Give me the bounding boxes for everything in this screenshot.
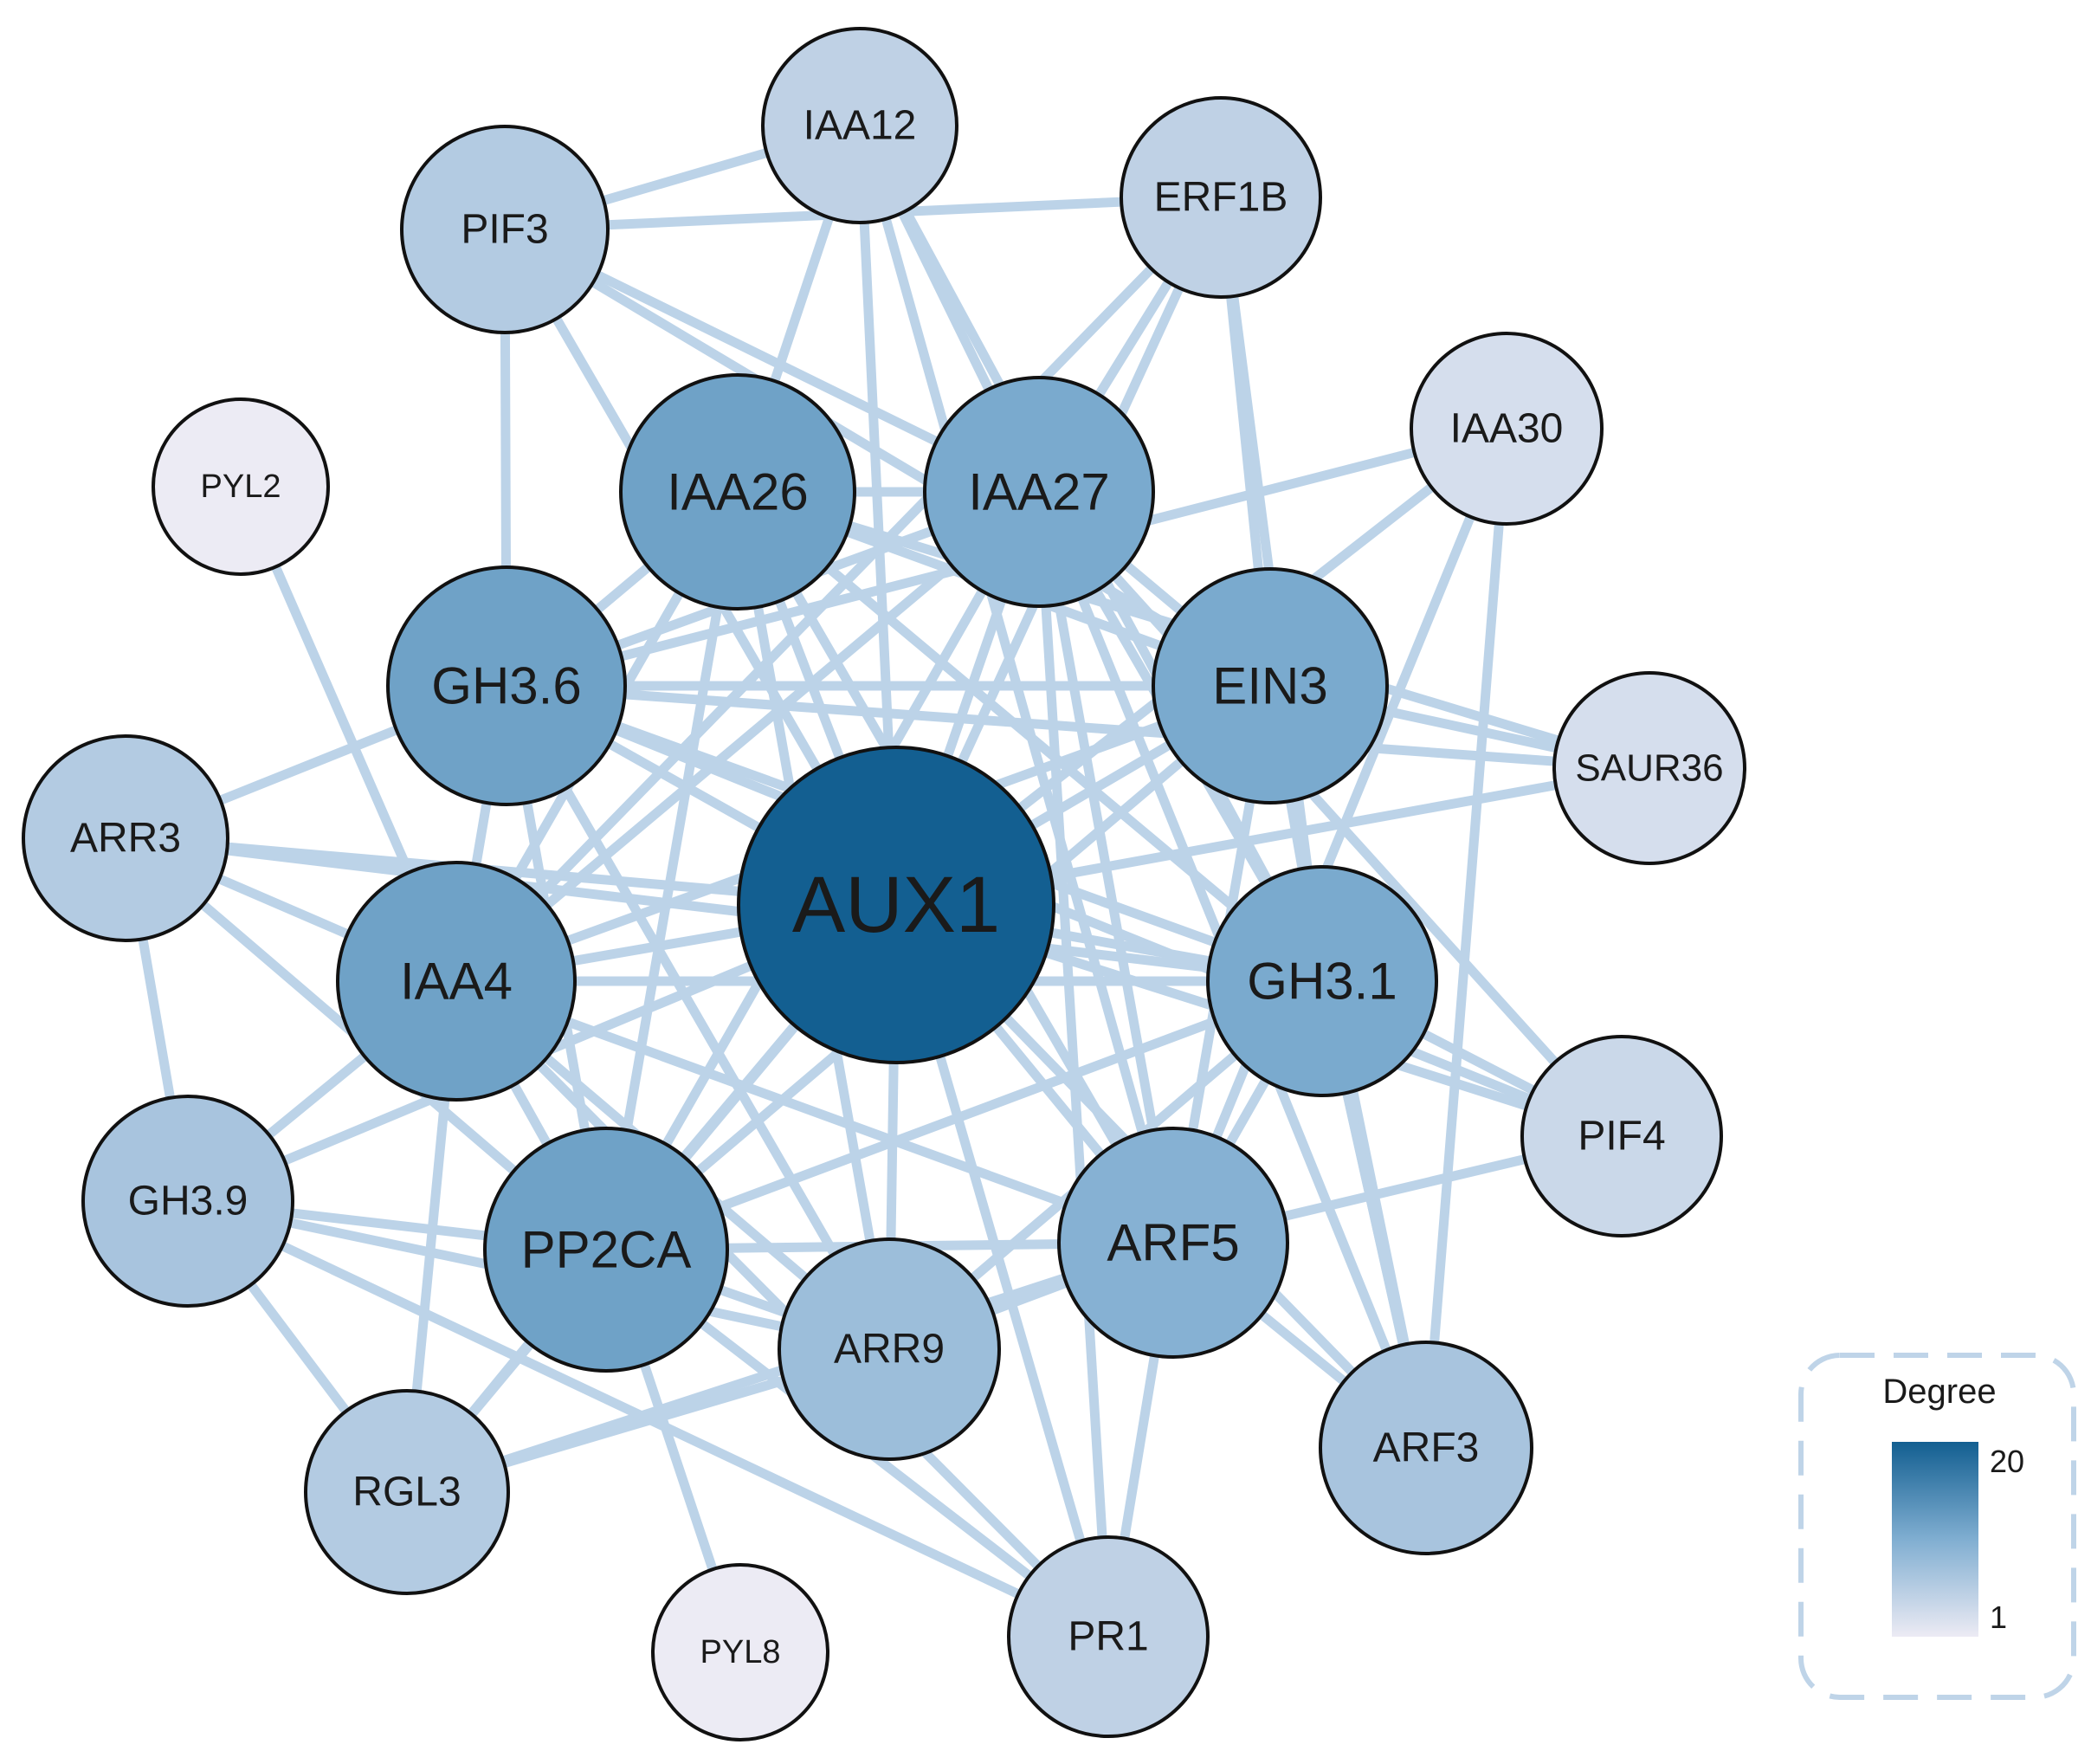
node-label: ARR9 [834,1327,945,1373]
node-circle [1206,865,1438,1097]
node-saur36: SAUR36 [1552,671,1746,865]
node-iaa12: IAA12 [761,27,958,224]
node-circle [400,125,610,334]
node-ein3: EIN3 [1152,567,1389,804]
node-circle [483,1127,729,1373]
node-label: ARR3 [70,816,181,862]
node-pyl8: PYL8 [651,1563,829,1741]
node-label: IAA27 [968,463,1109,521]
edge-PR1-GH3.9 [183,1196,1113,1642]
node-label: GH3.6 [431,657,581,715]
edge-IAA30-ARF5 [1168,423,1512,1248]
node-label: PP2CA [521,1221,692,1279]
node-pyl2: PYL2 [152,397,330,576]
node-label: GH3.9 [128,1179,248,1224]
edge-IAA27-ARF5 [1034,487,1178,1248]
edge-SAUR36-GH3.6 [501,681,1655,773]
node-label: IAA12 [803,103,917,149]
node-circle [778,1237,1001,1461]
node-circle [1152,567,1389,804]
node-circle [386,565,627,806]
node-circle [1057,1127,1289,1359]
node-arf3: ARF3 [1319,1341,1533,1555]
edge-GH3.6-ARR9 [501,681,894,1354]
node-label: PR1 [1068,1614,1148,1660]
node-circle [1319,1341,1533,1555]
node-gh3-1: GH3.1 [1206,865,1438,1097]
edge-PR1-IAA4 [451,976,1113,1642]
node-circle [651,1563,829,1741]
node-gh3-6: GH3.6 [386,565,627,806]
node-arf5: ARF5 [1057,1127,1289,1359]
legend-frame [1798,1353,2076,1700]
legend-color-bar [1892,1442,1978,1637]
edge-IAA30-ARF3 [1421,423,1512,1453]
node-label: ERF1B [1154,175,1288,221]
node-circle [1120,96,1322,299]
edge-IAA26-GH3.1 [732,487,1327,986]
legend-max-label: 20 [1990,1444,2024,1479]
node-label: SAUR36 [1575,747,1723,790]
legend-title: Degree [1882,1373,1996,1411]
node-circle [1520,1035,1723,1237]
node-arr9: ARR9 [778,1237,1001,1461]
node-label: PYL2 [201,468,281,505]
node-circle [336,861,577,1102]
node-label: ARF5 [1107,1214,1239,1272]
node-label: IAA26 [667,463,808,521]
node-label: ARF3 [1373,1425,1480,1471]
edge-PIF4-GH3.6 [501,681,1627,1141]
node-pr1: PR1 [1007,1535,1210,1738]
node-circle [304,1389,510,1595]
node-aux1: AUX1 [737,746,1055,1064]
edge-ERF1B-IAA4 [451,192,1226,986]
node-pp2ca: PP2CA [483,1127,729,1373]
node-circle [1552,671,1746,865]
node-circle [737,746,1055,1064]
node-iaa26: IAA26 [619,373,856,611]
node-label: IAA30 [1450,406,1564,452]
node-label: EIN3 [1212,657,1327,715]
edge-IAA4-ARF5 [451,976,1178,1248]
edge-GH3.1-PP2CA [601,976,1327,1255]
node-label: GH3.1 [1247,953,1397,1011]
node-iaa4: IAA4 [336,861,577,1102]
edge-IAA27-IAA4 [451,487,1044,986]
node-label: PYL8 [700,1634,781,1670]
node-circle [761,27,958,224]
legend-min-label: 1 [1990,1599,2007,1635]
edge-PIF4-IAA27 [1034,487,1627,1141]
node-iaa27: IAA27 [923,376,1155,608]
node-label: PIF3 [461,207,548,253]
node-circle [923,376,1155,608]
edge-ARR3-GH3.1 [120,833,1327,986]
node-gh3-9: GH3.9 [81,1095,294,1308]
degree-legend: Degree 20 1 [1798,1353,2076,1700]
node-circle [22,734,229,942]
node-pif4: PIF4 [1520,1035,1723,1237]
node-label: PIF4 [1578,1114,1665,1160]
node-arr3: ARR3 [22,734,229,942]
node-erf1b: ERF1B [1120,96,1322,299]
node-rgl3: RGL3 [304,1389,510,1595]
node-circle [1410,332,1604,526]
node-circle [152,397,330,576]
node-circle [619,373,856,611]
node-label: IAA4 [400,953,513,1011]
node-circle [81,1095,294,1308]
node-label: AUX1 [792,861,1000,949]
node-label: RGL3 [352,1470,461,1515]
node-circle [1007,1535,1210,1738]
node-iaa30: IAA30 [1410,332,1604,526]
node-pif3: PIF3 [400,125,610,334]
